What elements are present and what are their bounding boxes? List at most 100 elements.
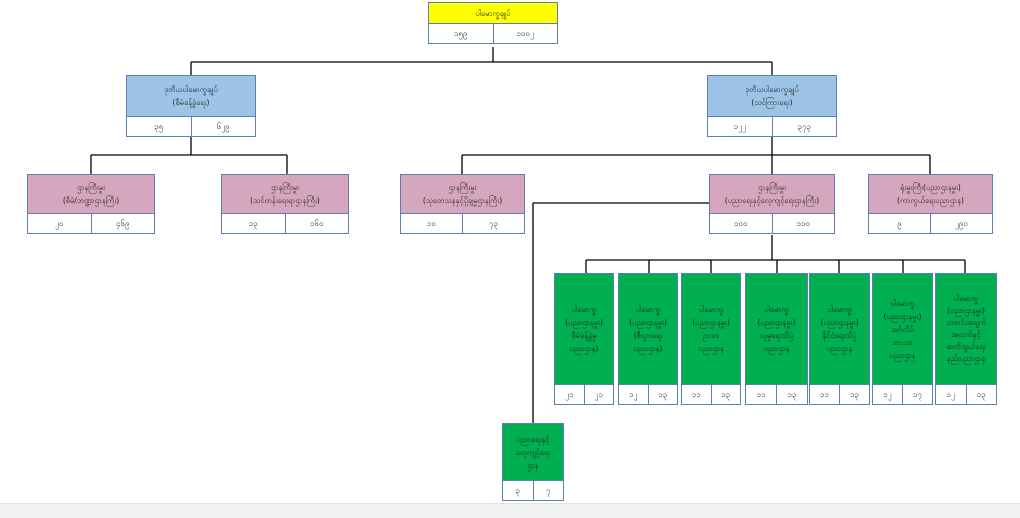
count-left: ၁၀၀: [709, 214, 773, 234]
node-title: ပါမောက္ခ (ပညာဌာနမှူး) လူမှုရေးသိပ္ပံ ပညာ…: [745, 273, 808, 385]
org-node-prof-management[interactable]: ပါမောက္ခ (ပညာဌာနမှူး) စီမံခန့်ခွဲမှု ပညာ…: [554, 273, 614, 405]
bottom-status-bar: [0, 503, 1020, 518]
node-title: ဌာနကြီးမှူး (သုတေသနနှင့်ပို့ချမှုဌာနကြီး…: [400, 174, 525, 214]
node-title: ဌာနကြီးမှူး (စီမံ/ဘဏ္ဍာဌာနကြီး): [27, 174, 155, 214]
node-title: ပါမောက္ခ (ပညာဌာနမှူး) ဥပဒေ ပညာဌာန: [681, 273, 741, 385]
count-left: ၁၅၉: [428, 24, 494, 44]
node-title-line: (ပညာဌာနမှူး): [947, 306, 985, 315]
node-counts: ၁၁ ၁၃: [681, 385, 741, 405]
count-right: ၇: [533, 481, 564, 501]
node-counts: ၁၁ ၁၃: [745, 385, 808, 405]
count-right: ၄၆၉: [91, 214, 155, 234]
node-title: ပါမောက္ခ (ပညာဌာနမှူး) စီမံခန့်ခွဲမှု ပညာ…: [554, 273, 614, 385]
node-title-line: (ပညာဌာနမှူး): [629, 318, 667, 327]
node-title-line: ပါမောက္ခ: [890, 298, 915, 308]
org-node-rector[interactable]: ပါမောက္ခချုပ် ၁၅၉ ၁၀၀၂: [428, 2, 558, 44]
node-title-line: (သုတေသနနှင့်ပို့ချမှုဌာနကြီး): [422, 196, 503, 205]
count-left: ၃: [502, 481, 534, 501]
org-node-pro-rector-academic[interactable]: ဒုတိယပါမောက္ခချုပ် (သင်ကြားရေး) ၁၂၂ ၃၇၃: [707, 75, 837, 137]
node-title-line: (ပညာဌာနမှူး): [820, 318, 859, 327]
node-title-line: ပါမောက္ခ: [953, 294, 979, 303]
node-title-line: စီမံခန့်ခွဲမှု: [571, 331, 597, 340]
node-title-line: ပါမောက္ခ: [698, 305, 724, 314]
count-left: ၂၀: [27, 214, 92, 234]
node-title-line: ရုံးမှူးကြီး(ပညာဌာနမှူး): [900, 183, 961, 192]
org-node-prof-english[interactable]: ပါမောက္ခ (ပညာဌာနမှူး) အင်္ဂလိပ် ဘာသာ ပညာ…: [872, 273, 933, 405]
node-title-line: ဌာနကြီးမှူး: [77, 183, 105, 192]
node-title-line: ပညာဌာန: [826, 344, 853, 353]
org-node-dept-education[interactable]: ဌာနကြီးမှူး (ပညာရေးနှင့်လေ့ကျင့်ရေးဌာနကြ…: [709, 174, 835, 234]
count-left: ၁၂: [872, 385, 903, 405]
node-title-line: ပညာဌာန: [763, 344, 790, 353]
node-title-line: ဌာနကြီးမှူး: [271, 183, 299, 192]
node-counts: ၁၁ ၁၃: [809, 385, 870, 405]
node-title-line: ပါမောက္ခ: [571, 305, 597, 314]
count-right: ၂၁: [584, 385, 614, 405]
node-title-line: နိုင်ငံရေးသိပ္ပံ: [822, 331, 857, 340]
node-title: ဌာနကြီးမှူး (ပညာရေးနှင့်လေ့ကျင့်ရေးဌာနကြ…: [709, 174, 835, 214]
count-right: ၂၉၀: [931, 214, 993, 234]
org-node-dept-teaching[interactable]: ဌာနကြီးမှူး (သင်တန်းရေးရာဌာနကြီး) ၁၃ ၁၆၀: [221, 174, 349, 234]
node-title-line: ပညာရေးနှင့်: [516, 434, 550, 444]
node-title-line: ပါမောက္ခ: [827, 305, 852, 314]
node-counts: ၃ ၇: [502, 481, 564, 501]
node-title-line: ပါမောက္ခချုပ်: [475, 8, 511, 18]
node-counts: ၃၅ ၆၂၉: [126, 117, 256, 137]
count-left: ၁၃: [221, 214, 286, 234]
node-title-line: ဒုတိယပါမောက္ခချုပ်: [164, 85, 218, 94]
count-right: ၁၁၀: [772, 214, 835, 234]
count-right: ၁၃: [966, 385, 997, 405]
node-title-line: ပညာဌာန: [698, 344, 724, 353]
org-node-prof-ict[interactable]: ပါမောက္ခ (ပညာဌာနမှူး) သတင်းအချက် အလက်နှင…: [935, 273, 997, 405]
node-counts: ၁၂ ၁၃: [935, 385, 997, 405]
org-node-dept-research[interactable]: ဌာနကြီးမှူး (သုတေသနနှင့်ပို့ချမှုဌာနကြီး…: [400, 174, 525, 234]
node-title: ပညာရေးနှင့် လေ့ကျင့်ရေး ဌာန: [502, 423, 564, 481]
org-node-dept-defence[interactable]: ရုံးမှူးကြီး(ပညာဌာနမှူး) (ကာကွယ်ရေးပညာဌာ…: [868, 174, 993, 234]
node-title-line: (ပညာဌာနမှူး): [565, 318, 603, 327]
count-right: ၁၃: [840, 385, 870, 405]
node-title-line: (စီမံခန့်ခွဲရေး): [172, 98, 210, 107]
org-node-prof-law[interactable]: ပါမောက္ခ (ပညာဌာနမှူး) ဥပဒေ ပညာဌာန ၁၁ ၁၃: [681, 273, 741, 405]
count-right: ၁၇: [903, 385, 933, 405]
node-title: ဒုတိယပါမောက္ခချုပ် (သင်ကြားရေး): [707, 75, 837, 117]
node-title-line: (စီးပွားရေး: [633, 331, 663, 340]
node-title: ပါမောက္ခ (ပညာဌာနမှူး) နိုင်ငံရေးသိပ္ပံ ပ…: [809, 273, 870, 385]
count-right: ၇၃: [463, 214, 525, 234]
org-node-edu-training[interactable]: ပညာရေးနှင့် လေ့ကျင့်ရေး ဌာန ၃ ၇: [502, 423, 564, 501]
node-title-line: အလက်နှင့်: [951, 330, 981, 339]
node-title-line: လူမှုရေးသိပ္ပံ: [759, 331, 794, 340]
org-node-prof-social-science[interactable]: ပါမောက္ခ (ပညာဌာနမှူး) လူမှုရေးသိပ္ပံ ပညာ…: [745, 273, 808, 405]
node-title-line: (သင်တန်းရေးရာဌာနကြီး): [250, 196, 320, 205]
node-title: ရုံးမှူးကြီး(ပညာဌာနမှူး) (ကာကွယ်ရေးပညာဌာ…: [868, 174, 993, 214]
node-title-line: (ကာကွယ်ရေးပညာဌာန): [897, 196, 964, 205]
node-title-line: ပညာဌာန): [633, 344, 663, 353]
org-node-prof-economics[interactable]: ပါမောက္ခ (ပညာဌာနမှူး) (စီးပွားရေး ပညာဌာန…: [618, 273, 678, 405]
node-counts: ၁၂ ၁၃: [618, 385, 678, 405]
org-node-prof-political-science[interactable]: ပါမောက္ခ (ပညာဌာနမှူး) နိုင်ငံရေးသိပ္ပံ ပ…: [809, 273, 870, 405]
node-title-line: (ပညာရေးနှင့်လေ့ကျင့်ရေးဌာနကြီး): [724, 196, 820, 205]
node-counts: ၂၀ ၄၆၉: [27, 214, 155, 234]
count-left: ၃၅: [126, 117, 192, 137]
node-title-line: (စီမံ/ဘဏ္ဍာဌာနကြီး): [62, 196, 120, 205]
node-title-line: ဒုတိယပါမောက္ခချုပ်: [745, 85, 799, 94]
node-counts: ၁၃ ၁၆၀: [221, 214, 349, 234]
org-node-pro-rector-admin[interactable]: ဒုတိယပါမောက္ခချုပ် (စီမံခန့်ခွဲရေး) ၃၅ ၆…: [126, 75, 256, 137]
node-title-line: ဥပဒေ: [702, 331, 720, 340]
node-title-line: (ပညာဌာနမှူး): [692, 318, 730, 327]
count-right: ၁၃: [711, 385, 741, 405]
node-title: ဒုတိယပါမောက္ခချုပ် (စီမံခန့်ခွဲရေး): [126, 75, 256, 117]
node-title: ပါမောက္ခ (ပညာဌာနမှူး) အင်္ဂလိပ် ဘာသာ ပညာ…: [872, 273, 933, 385]
node-title-line: ဌာနကြီးမှူး: [448, 183, 477, 192]
node-title-line: (သင်ကြားရေး): [751, 98, 793, 107]
org-node-dept-admin[interactable]: ဌာနကြီးမှူး (စီမံ/ဘဏ္ဍာဌာနကြီး) ၂၀ ၄၆၉: [27, 174, 155, 234]
count-left: ၁၂: [935, 385, 967, 405]
node-title-line: အင်္ဂလိပ်: [891, 324, 914, 334]
count-left: ၁၁: [809, 385, 840, 405]
count-left: ၁၂၂: [707, 117, 773, 137]
node-title-line: ဆက်သွယ်ရေး: [946, 342, 986, 351]
node-title: ပါမောက္ခ (ပညာဌာနမှူး) (စီးပွားရေး ပညာဌာန…: [618, 273, 678, 385]
count-left: ၁၁: [745, 385, 777, 405]
node-title: ပါမောက္ခ (ပညာဌာနမှူး) သတင်းအချက် အလက်နှင…: [935, 273, 997, 385]
count-left: ၁၀: [400, 214, 463, 234]
